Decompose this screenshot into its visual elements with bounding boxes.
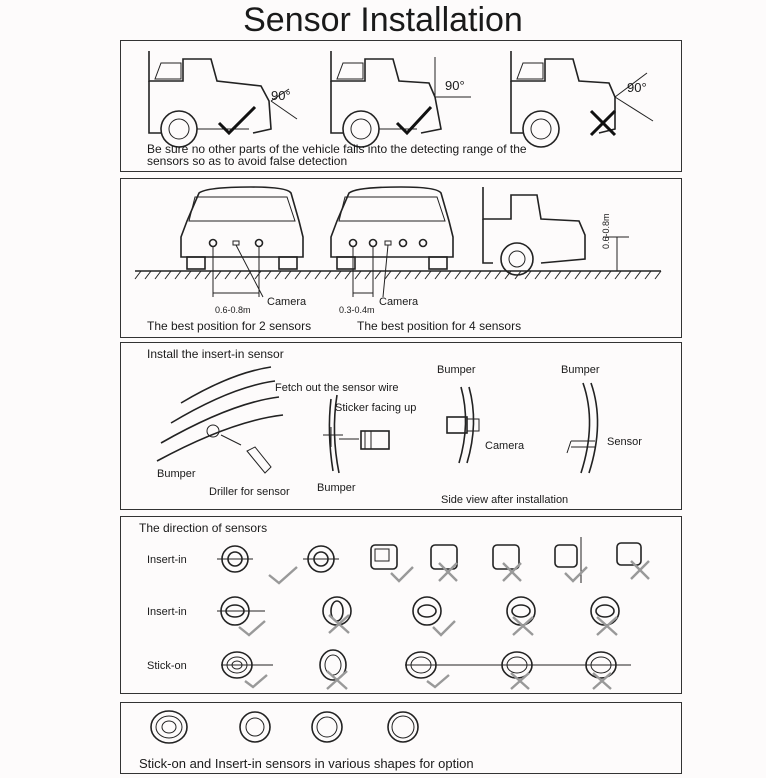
distance-four-sensors: 0.3-0.4m	[339, 305, 375, 315]
bumper-label-left: Bumper	[157, 468, 196, 480]
bumper-label-mid: Bumper	[317, 482, 356, 494]
insert-sensor-panel: Install the insert-in sensor Fetch out t…	[120, 342, 682, 510]
camera-label: Camera	[485, 440, 525, 452]
camera-label-two: Camera	[267, 296, 307, 308]
range-caption-line2: sensors so as to avoid false detection	[147, 154, 348, 168]
bumper-drilling	[156, 366, 284, 474]
range-caption-line1: Be sure no other parts of the vehicle fa…	[147, 142, 527, 156]
sensor-position-panel: 0.6-0.8m Camera 0.3-0.4m Camera 0.6-0.8m…	[120, 178, 682, 338]
wire-fetch	[323, 394, 390, 474]
sensor-position-illustrations	[134, 186, 662, 298]
camera-label-four: Camera	[379, 296, 419, 308]
angle-label-1: 90°	[271, 88, 291, 103]
sticker-label: Sticker facing up	[335, 402, 417, 414]
car-rear-two-sensors	[180, 186, 304, 270]
driller-label: Driller for sensor	[209, 486, 290, 498]
caption-four-sensors: The best position for 4 sensors	[357, 319, 522, 333]
sensor-direction-illustrations	[217, 537, 650, 690]
bumper-label-right1: Bumper	[437, 364, 476, 376]
fetch-wire-label: Fetch out the sensor wire	[275, 382, 399, 394]
direction-heading: The direction of sensors	[139, 521, 268, 535]
side-view-camera	[446, 386, 480, 464]
shapes-caption: Stick-on and Insert-in sensors in variou…	[139, 756, 474, 771]
insert-in-row-1	[217, 537, 650, 585]
angle-label-3: 90°	[627, 80, 647, 95]
sensor-direction-panel: The direction of sensors Insert-in Inser…	[120, 516, 682, 694]
car-rear-side-2	[330, 51, 471, 148]
car-rear-side-1	[148, 51, 298, 148]
sensor-shape-options	[150, 710, 419, 744]
row-label-insert-in-1: Insert-in	[147, 554, 187, 566]
insert-heading: Install the insert-in sensor	[147, 347, 284, 361]
sensor-label: Sensor	[607, 436, 642, 448]
insert-sensor-illustrations	[156, 366, 599, 474]
mount-height-label: 0.6-0.8m	[601, 213, 611, 249]
side-view-caption: Side view after installation	[441, 494, 569, 506]
page-title: Sensor Installation	[243, 1, 523, 39]
angle-label-2: 90°	[445, 78, 465, 93]
row-label-insert-in-2: Insert-in	[147, 606, 187, 618]
caption-two-sensors: The best position for 2 sensors	[147, 319, 312, 333]
distance-two-sensors: 0.6-0.8m	[215, 305, 251, 315]
vehicle-rear-illustrations	[148, 51, 654, 148]
side-view-sensor	[566, 382, 599, 474]
bumper-label-right2: Bumper	[561, 364, 600, 376]
car-rear-four-sensors	[330, 186, 454, 270]
car-rear-side-3	[510, 51, 654, 148]
insert-in-row-2	[217, 596, 620, 637]
vehicle-range-panel: 90° 90° 90° Be sure no other parts of th…	[120, 40, 682, 172]
sensor-shapes-panel: Stick-on and Insert-in sensors in variou…	[120, 702, 682, 774]
row-label-stick-on: Stick-on	[147, 660, 187, 672]
stick-on-row	[221, 649, 631, 690]
